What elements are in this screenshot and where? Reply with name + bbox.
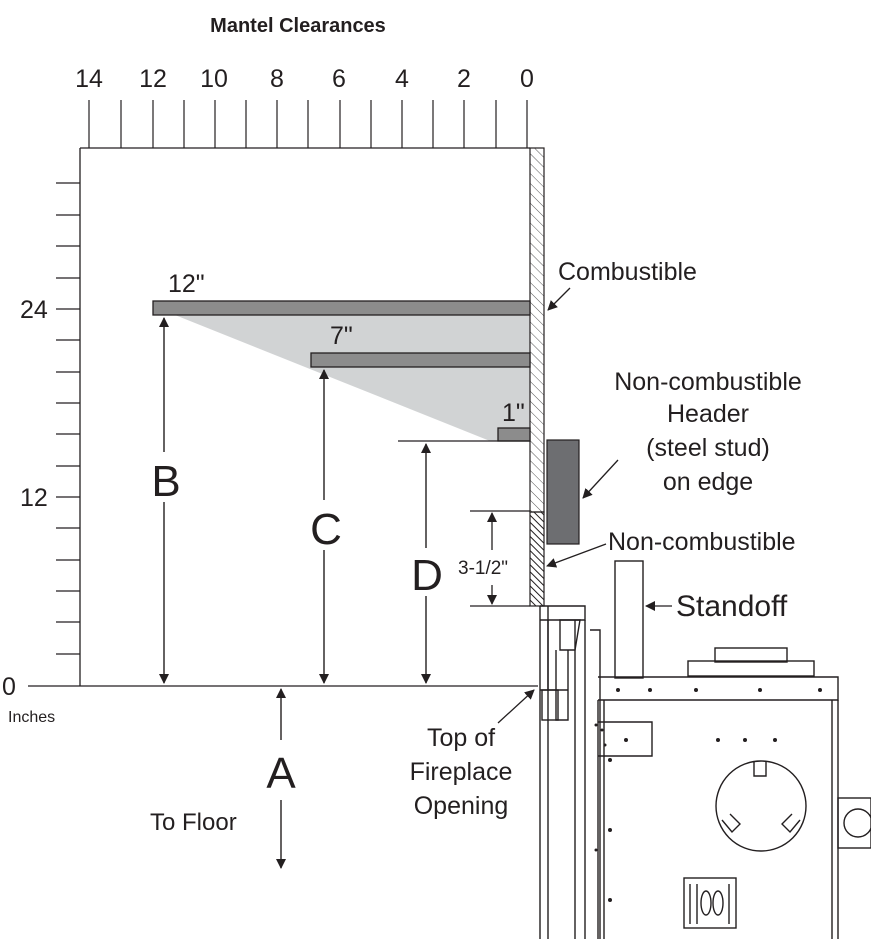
label-d: D bbox=[411, 551, 443, 600]
top-ruler-ticks bbox=[88, 100, 528, 148]
non-combustible-leader bbox=[546, 543, 607, 568]
top-tick-10: 10 bbox=[200, 65, 228, 93]
unit-label: Inches bbox=[8, 709, 55, 726]
fireplace-unit bbox=[539, 605, 871, 939]
top-of-opening-leader bbox=[497, 689, 535, 724]
svg-text:Header: Header bbox=[667, 400, 749, 428]
top-of-opening-label: Top of Fireplace Opening bbox=[410, 724, 513, 820]
to-floor-label: To Floor bbox=[150, 809, 237, 836]
top-tick-14: 14 bbox=[75, 65, 103, 93]
svg-text:Fireplace: Fireplace bbox=[410, 758, 513, 786]
standoff-label: Standoff bbox=[676, 590, 788, 623]
top-tick-6: 6 bbox=[332, 65, 346, 93]
top-tick-2: 2 bbox=[457, 65, 471, 93]
top-tick-8: 8 bbox=[270, 65, 284, 93]
svg-text:Top of: Top of bbox=[427, 724, 495, 752]
left-tick-12: 12 bbox=[20, 484, 48, 512]
svg-text:(steel stud): (steel stud) bbox=[646, 434, 770, 462]
left-ruler-ticks bbox=[56, 182, 80, 655]
svg-text:Opening: Opening bbox=[414, 792, 509, 820]
fireplace-rivets bbox=[594, 688, 822, 902]
header-label: Non-combustible Header (steel stud) on e… bbox=[614, 368, 802, 496]
mantel-7-label: 7" bbox=[330, 322, 353, 350]
svg-text:Non-combustible: Non-combustible bbox=[614, 368, 802, 396]
combustible-wall bbox=[529, 147, 545, 513]
svg-text:on edge: on edge bbox=[663, 468, 753, 496]
label-b: B bbox=[151, 457, 180, 506]
mantel-12-inch bbox=[152, 300, 531, 316]
mantel-7-inch bbox=[310, 352, 531, 368]
top-ruler-labels: 14 12 10 8 6 4 2 0 bbox=[75, 65, 534, 93]
top-tick-0: 0 bbox=[520, 65, 534, 93]
label-c: C bbox=[310, 505, 342, 554]
non-combustible-label: Non-combustible bbox=[608, 528, 796, 556]
non-combustible-wall bbox=[529, 511, 545, 607]
combustible-label: Combustible bbox=[558, 258, 697, 286]
left-tick-0: 0 bbox=[2, 673, 16, 701]
clearance-shade bbox=[170, 313, 530, 441]
header-leader bbox=[582, 459, 619, 499]
standoff-pipe bbox=[614, 560, 644, 679]
dim-35-label: 3-1/2" bbox=[458, 558, 508, 579]
steel-stud-header bbox=[546, 439, 580, 545]
mantel-1-inch bbox=[497, 427, 531, 442]
diagram-title: Mantel Clearances bbox=[210, 15, 386, 37]
left-tick-24: 24 bbox=[20, 296, 48, 324]
top-tick-12: 12 bbox=[139, 65, 167, 93]
top-tick-4: 4 bbox=[395, 65, 409, 93]
mantel-12-label: 12" bbox=[168, 270, 205, 298]
mantel-1-label: 1" bbox=[502, 399, 525, 427]
combustible-leader bbox=[547, 287, 571, 311]
label-a: A bbox=[266, 749, 296, 798]
